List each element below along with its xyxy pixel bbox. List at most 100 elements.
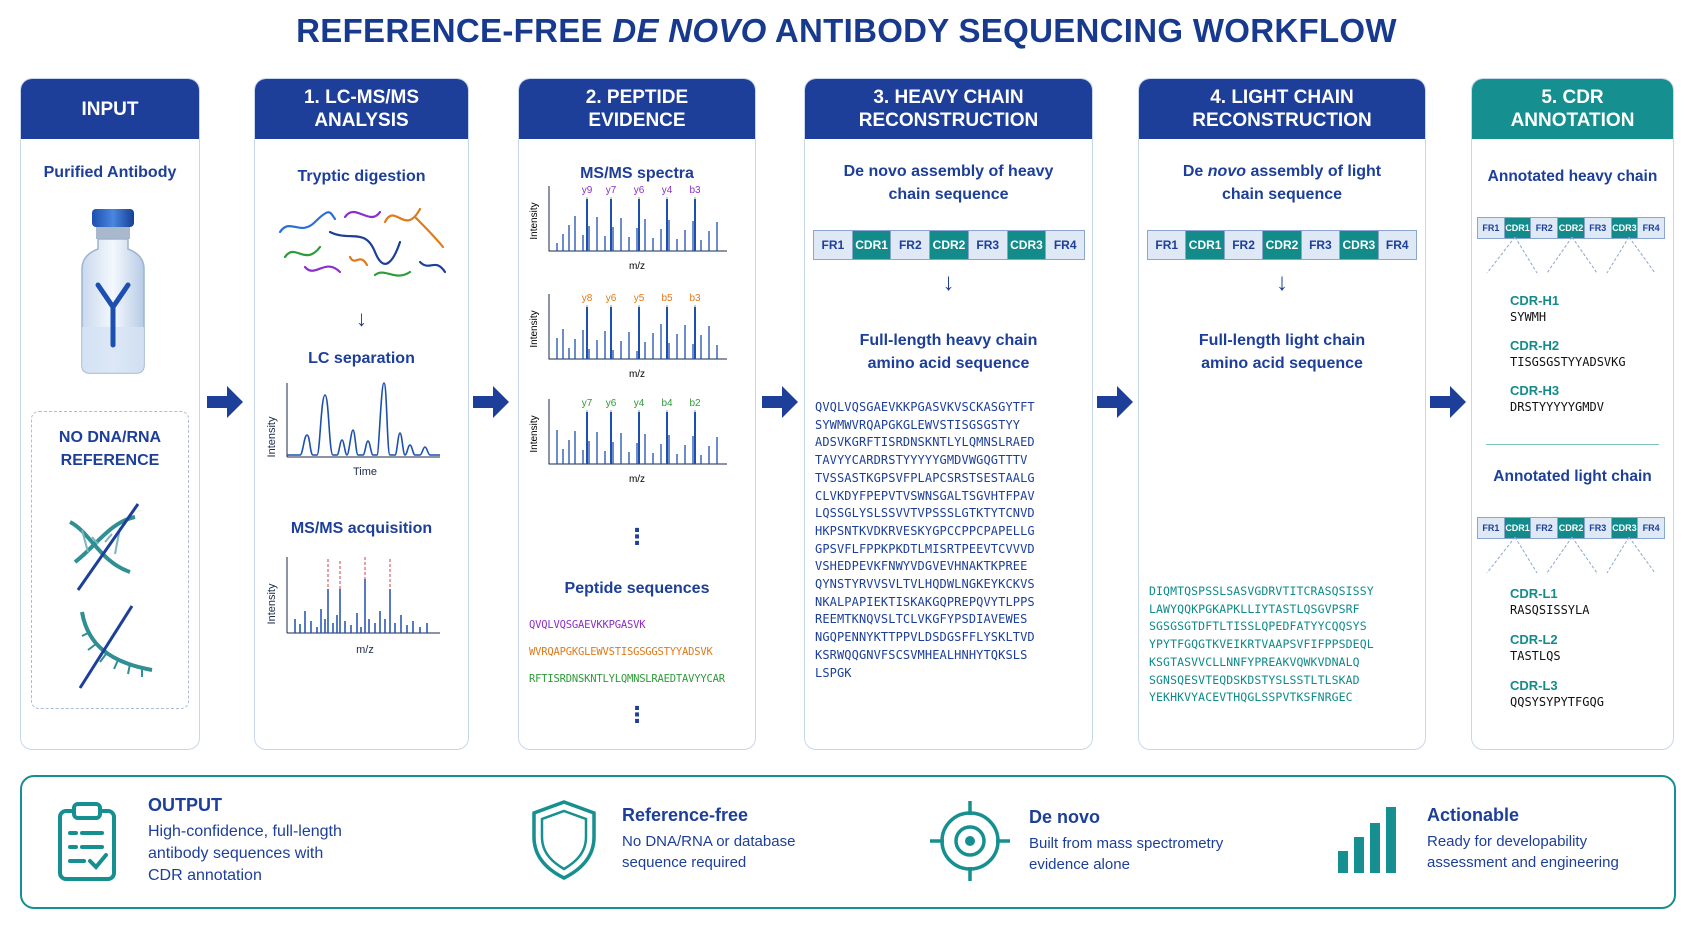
feature-title-actionable: Actionable [1427,805,1520,825]
separation-label: LC separation [308,350,415,367]
intensity-axis-label: Intensity [529,415,540,452]
flow-arrow-icon [762,386,798,418]
cdr-divider [1486,444,1659,445]
sequence-line: TVSSASTKGPSVFPLAPCSRSTSESTAALG [815,470,1035,485]
peptide-seq-3: RFTISRDNSKNTLYLQMNSLRAEDTAVYYCAR [529,673,725,685]
ellipsis-icon: ⋮ [626,524,648,549]
region-fr4: FR4 [1378,231,1416,259]
cdr-name: CDR-L1 [1510,586,1558,601]
cdr-sequence: TASTLQS [1510,649,1561,663]
ion-label: y8 [582,293,593,304]
region-fr2: FR2 [1224,231,1264,259]
mz-axis-label: m/z [629,369,645,380]
region-fr3: FR3 [1301,231,1341,259]
ion-label: y4 [662,185,673,196]
rna-crossed-icon [78,605,153,689]
peptide-seq-1: QVQLVQSGAEVKKPGASVK [529,619,646,631]
sequence-line: VSHEDPEVKFNWYVDGVEVHNAKTKPREE [815,559,1028,574]
ion-label: b4 [661,398,673,409]
heavy-connector-lines [1486,237,1656,274]
region-fr2: FR2 [1531,218,1559,238]
sequence-line: LSPGK [815,665,852,680]
cdr-sequence: RASQSISSYLA [1510,603,1590,617]
region-fr1: FR1 [814,231,853,259]
sequence-line: DIQMTQSPSSLSASVGDRVTITCRASQSISSY [1149,584,1374,598]
intensity-axis-label: Intensity [529,310,540,347]
time-axis-label: Time [353,466,377,478]
bar-chart-icon [1338,807,1396,873]
target-icon [930,801,1010,881]
sequence-line: LAWYQQKPGKAPKLLIYTASTLQSGVPSRF [1149,601,1360,616]
ion-label: b2 [689,398,701,409]
cdr-sequence: QQSYSYPYTFGQG [1510,695,1604,709]
ion-label: y7 [606,185,617,196]
no-reference-label: NO DNA/RNA REFERENCE [58,429,162,469]
intensity-axis-label: Intensity [529,202,540,239]
region-fr4: FR4 [1046,231,1085,259]
cdr-name: CDR-H1 [1510,293,1560,308]
cdr-name: CDR-H3 [1510,383,1560,398]
sequence-line: NGQPENNYKTTPPVLDSDGSFFLYSKLTVD [815,630,1035,645]
annotated-heavy-label: Annotated heavy chain [1487,168,1658,185]
cdr-sequence: SYWMH [1510,310,1547,324]
sequence-line: QVQLVQSGAEVKKPGASVKVSCKASGYTFT [815,400,1035,414]
peptide-fragments-icon [278,207,447,277]
ion-label: y4 [634,398,645,409]
mz-axis-label: m/z [629,474,645,485]
intensity-axis-label: Intensity [266,583,278,624]
region-cdr2: CDR2 [1558,218,1585,238]
output-heading: OUTPUT [148,795,222,815]
region-cdr2: CDR2 [1558,518,1585,538]
region-fr1: FR1 [1478,218,1505,238]
region-cdr3: CDR3 [1007,231,1047,259]
annotated-light-label: Annotated light chain [1493,468,1652,485]
sequence-line: GPSVFLFPPKPKDTLMISRTPEEVTCVVVD [815,541,1035,556]
sequence-line: REEMTKNQVSLTCLVKGFYPSDIAVEWES [815,612,1028,627]
down-arrow-icon: ↓ [356,306,367,331]
region-cdr3: CDR3 [1611,518,1639,538]
region-fr3: FR3 [1584,218,1612,238]
ion-label: y6 [634,185,645,196]
sequence-line: QYNSTYRVVSVLTVLHQDWLNGKEYKCKVS [815,577,1035,592]
sequence-line: SGSGSGTDFTLTISSLQPEDFATYYCQQSYS [1149,619,1367,634]
sample-label: Purified Antibody [43,164,177,181]
cdr-sequence: DRSTYYYYYGMDV [1510,400,1604,414]
mz-axis-label: m/z [629,261,645,272]
input-header: INPUT [21,79,199,139]
no-reference-box: NO DNA/RNA REFERENCE [31,411,189,709]
title-prefix: REFERENCE-FREE [296,12,603,49]
region-cdr3: CDR3 [1611,218,1639,238]
sequence-line: NKALPAPIEKTISKAKGQPREPQVYTLPPS [815,594,1035,609]
light-assembly-label: De novo assembly of light chain sequence [1182,163,1382,203]
ion-label: y7 [582,398,593,409]
sequence-line: ADSVKGRFTISRDNSKNTLYLQMNSLRAED [815,435,1035,450]
vial-icon [81,209,145,374]
flow-arrow-icon [1430,386,1466,418]
ms-spectrum-chart: Intensity m/z [266,557,440,656]
region-fr1: FR1 [1478,518,1505,538]
flow-arrow-icon [473,386,509,418]
intensity-axis-label: Intensity [266,416,278,457]
cdr-name: CDR-H2 [1510,338,1560,353]
sequence-line: CLVKDYFPEPVTVSWNSGALTSGVHTFPAV [815,488,1035,503]
mz-axis-label: m/z [356,644,374,656]
region-cdr2: CDR2 [1263,231,1302,259]
sequence-line: YEKHKVYACEVTHQGLSSPVTKSFNRGEC [1149,690,1353,705]
feature-title-de-novo: De novo [1029,807,1101,827]
